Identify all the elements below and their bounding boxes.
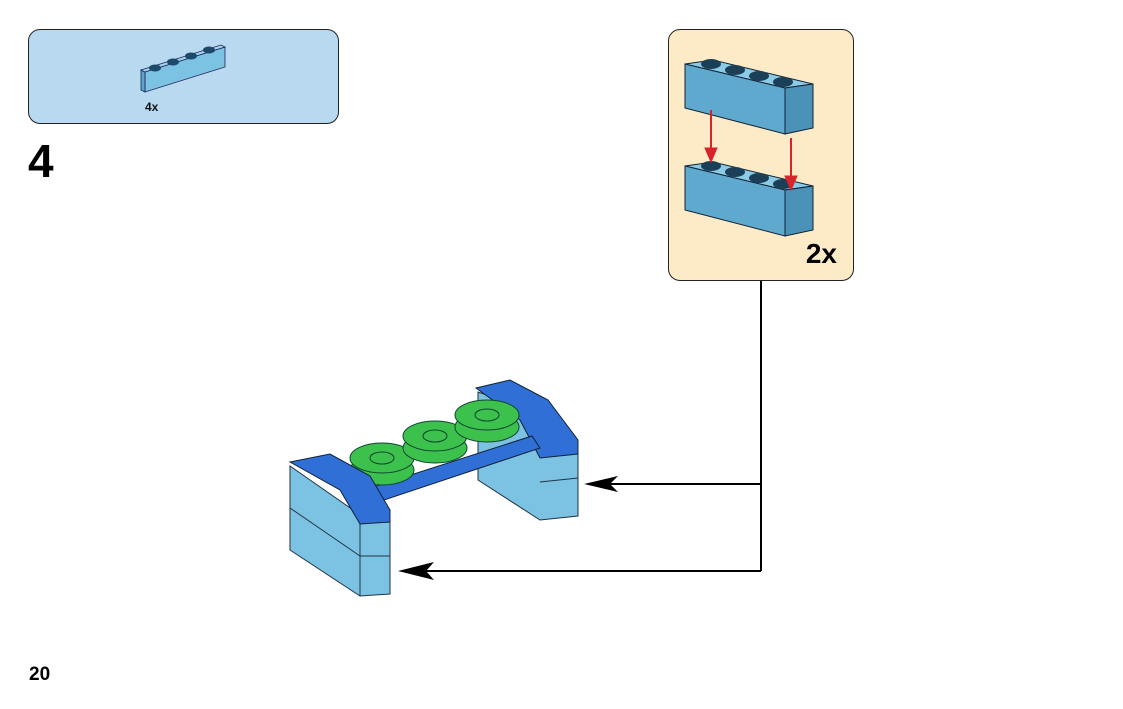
parts-quantity: 4x	[145, 100, 159, 114]
subassembly-quantity: 2x	[805, 238, 837, 269]
page-number: 20	[29, 664, 51, 685]
brick-1x4-icon	[139, 44, 227, 93]
arrow-head-icon	[584, 476, 618, 492]
red-arrow-icon	[704, 110, 798, 192]
subassembly-callout: 2x	[668, 29, 854, 281]
brick-stack-icon	[684, 59, 814, 237]
top-brick	[684, 59, 814, 135]
model-assembly	[288, 379, 579, 597]
arrow-head-icon	[398, 562, 434, 580]
bottom-brick	[684, 161, 814, 237]
connector-lines	[415, 281, 762, 572]
step-number: 4	[28, 135, 54, 187]
parts-list-callout: 4x	[28, 29, 339, 124]
